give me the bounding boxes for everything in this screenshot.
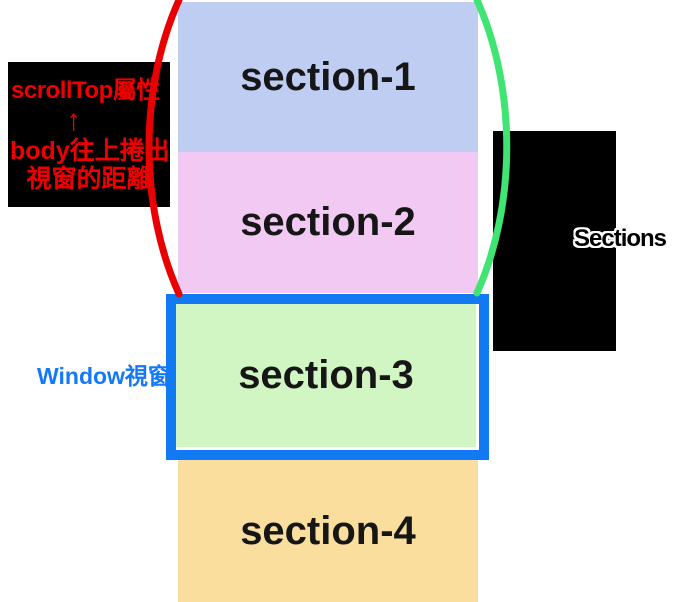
scrolltop-annotation-text-line1: body往上捲出 (10, 137, 170, 166)
section-1-box: section-1 (178, 2, 478, 152)
section-3-box: section-3 (176, 304, 476, 447)
scrolltop-annotation-title: scrollTop屬性 (11, 77, 160, 104)
scrolltop-annotation-text-line2: 視窗的距離 (26, 164, 152, 193)
section-1-label: section-1 (240, 54, 416, 99)
section-3-label: section-3 (238, 353, 414, 397)
window-viewport-label: Window視窗 (37, 363, 171, 389)
section-2-label: section-2 (240, 200, 416, 244)
right-black-panel (493, 131, 616, 351)
section-4-label: section-4 (240, 508, 416, 553)
section-4-box: section-4 (178, 460, 478, 602)
window-viewport-box: section-3 (166, 294, 489, 460)
section-2-box: section-2 (178, 152, 478, 293)
scrolltop-annotation-box: scrollTop屬性 ↑ body往上捲出 視窗的距離 (8, 62, 170, 207)
sections-label: Sections (574, 225, 667, 252)
up-arrow-icon: ↑ (66, 103, 81, 137)
